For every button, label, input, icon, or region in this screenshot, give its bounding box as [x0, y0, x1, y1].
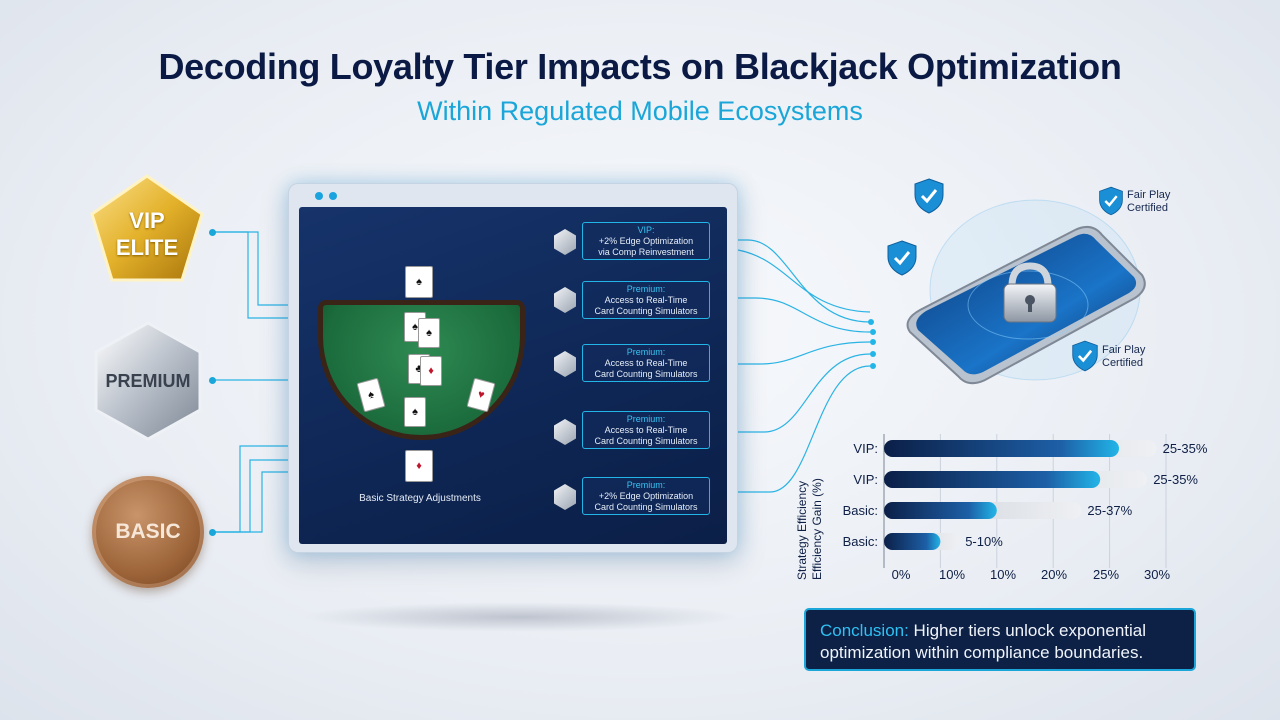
shield-check-icon	[1099, 186, 1123, 216]
table-caption: Basic Strategy Adjustments	[359, 493, 481, 504]
connector-dot	[209, 377, 216, 384]
option-heading: Premium:	[626, 283, 666, 294]
pentagon-gold-icon	[90, 174, 204, 282]
shield-check-icon	[887, 240, 917, 276]
fair-play-badge-top: Fair Play Certified	[1127, 189, 1170, 215]
vip-elite-badge: VIP ELITE	[88, 172, 206, 284]
value-label: 25-37%	[1087, 503, 1133, 518]
value-bar	[884, 502, 997, 519]
tablet-indicator	[329, 192, 337, 200]
player-card: ♦	[405, 450, 433, 482]
option-line: Access to Real-Time	[604, 424, 688, 435]
option-line: Card Counting Simulators	[594, 368, 698, 379]
shield-check-icon	[1072, 340, 1098, 372]
certified-text: Certified	[1127, 202, 1168, 214]
x-tick-label: 0%	[891, 567, 911, 582]
option-line: Access to Real-Time	[604, 357, 688, 368]
diamond-icon	[554, 419, 576, 445]
option-box: Premium: Access to Real-Time Card Counti…	[582, 411, 710, 449]
connector-dot	[870, 363, 876, 369]
conclusion-box: Conclusion: Higher tiers unlock exponent…	[804, 608, 1196, 671]
category-label: Basic:	[842, 534, 878, 549]
certified-text: Certified	[1102, 357, 1143, 369]
option-line: +2% Edge Optimization	[598, 490, 694, 501]
option-heading: Premium:	[626, 413, 666, 424]
diamond-icon	[554, 287, 576, 313]
x-tick-label: 10%	[938, 567, 966, 582]
table-card: ♠	[418, 318, 440, 348]
value-label: 25-35%	[1162, 441, 1208, 456]
connector-dot	[209, 229, 216, 236]
diamond-icon	[554, 484, 576, 510]
smartphone-icon	[906, 199, 1146, 385]
tablet-indicator	[315, 192, 323, 200]
connector-dot	[868, 319, 874, 325]
page-subtitle: Within Regulated Mobile Ecosystems	[417, 96, 863, 126]
x-tick-label: 25%	[1092, 567, 1120, 582]
option-box: Premium: +2% Edge Optimization Card Coun…	[582, 477, 710, 515]
basic-badge: BASIC	[92, 476, 204, 588]
fair-play-text: Fair Play	[1102, 344, 1146, 356]
option-line: +2% Edge Optimization	[598, 235, 694, 246]
value-bar	[884, 533, 941, 550]
option-line: Access to Real-Time	[604, 294, 688, 305]
table-card: ♠	[404, 397, 426, 427]
option-box: Premium: Access to Real-Time Card Counti…	[582, 281, 710, 319]
option-line: via Comp Reinvestment	[598, 246, 694, 257]
page-title: Decoding Loyalty Tier Impacts on Blackja…	[158, 46, 1122, 87]
vip-line1: VIP	[129, 208, 165, 233]
basic-label: BASIC	[115, 520, 181, 543]
connector-dot	[870, 329, 876, 335]
category-label: Basic:	[842, 503, 878, 518]
value-label: 25-35%	[1153, 472, 1198, 487]
hexagon-silver-icon	[94, 321, 202, 441]
dealer-card: ♠	[405, 266, 433, 298]
connector-dot	[870, 339, 876, 345]
table-card: ♦	[420, 356, 442, 386]
option-heading: VIP:	[637, 224, 655, 235]
x-tick-label: 20%	[1040, 567, 1068, 582]
value-bar	[884, 440, 1119, 457]
vip-line2: ELITE	[115, 235, 179, 260]
premium-label: PREMIUM	[105, 370, 191, 391]
fair-play-text: Fair Play	[1127, 189, 1171, 201]
option-heading: Premium:	[626, 479, 666, 490]
conclusion-label: Conclusion:	[820, 621, 909, 640]
tablet-shadow	[300, 602, 740, 632]
value-bar	[884, 471, 1101, 488]
connector-dot	[870, 351, 876, 357]
option-box: VIP: +2% Edge Optimization via Comp Rein…	[582, 222, 710, 260]
premium-badge: PREMIUM	[92, 320, 204, 442]
fair-play-badge-mid: Fair Play Certified	[1102, 344, 1145, 370]
value-label: 5-10%	[965, 534, 1003, 549]
shield-check-icon	[914, 178, 944, 214]
option-line: Card Counting Simulators	[594, 435, 698, 446]
x-tick-label: 30%	[1143, 567, 1171, 582]
x-tick-label: 10%	[989, 567, 1017, 582]
category-label: VIP:	[853, 441, 878, 456]
option-line: Card Counting Simulators	[594, 305, 698, 316]
option-heading: Premium:	[626, 346, 666, 357]
connector-dot	[209, 529, 216, 536]
diamond-icon	[554, 351, 576, 377]
category-label: VIP:	[853, 472, 878, 487]
option-box: Premium: Access to Real-Time Card Counti…	[582, 344, 710, 382]
option-line: Card Counting Simulators	[594, 501, 698, 512]
conclusion-text: Higher tiers unlock exponential optimiza…	[820, 621, 1147, 662]
diamond-icon	[554, 229, 576, 255]
